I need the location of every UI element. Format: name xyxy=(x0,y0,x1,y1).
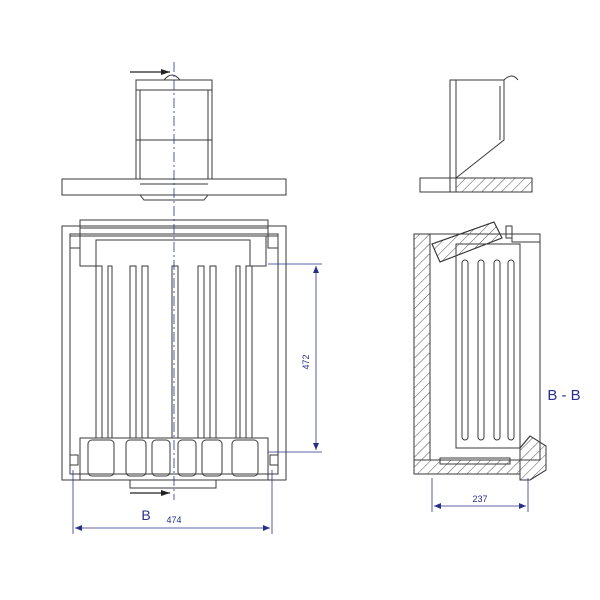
front-frame-inner xyxy=(69,233,279,475)
section-slot xyxy=(461,259,469,441)
front-bar xyxy=(171,265,179,439)
section-slots xyxy=(461,259,515,441)
section-left-wall xyxy=(413,233,431,461)
section-top-tab xyxy=(505,225,513,239)
section-slot xyxy=(493,259,501,441)
side-chute xyxy=(455,79,505,179)
section-base-outline xyxy=(413,459,521,475)
side-hook xyxy=(503,75,519,81)
front-bar xyxy=(95,265,103,439)
section-width-dimension xyxy=(431,478,529,512)
section-corner-outline xyxy=(519,435,547,481)
top-latch xyxy=(163,74,181,81)
front-bar xyxy=(129,265,137,439)
side-base-hatch xyxy=(455,177,533,193)
front-roller xyxy=(177,439,197,477)
section-slot xyxy=(507,259,515,441)
front-roller xyxy=(87,439,115,477)
section-tilted-cover-outline xyxy=(431,221,503,263)
width-dimension xyxy=(72,470,273,534)
front-right-boss xyxy=(267,235,279,249)
front-bar xyxy=(141,265,149,439)
section-title: B - B xyxy=(547,387,580,404)
section-top-flange xyxy=(511,233,541,243)
section-width-label: 237 xyxy=(472,494,487,504)
front-bar xyxy=(235,265,241,439)
front-bar xyxy=(197,265,205,439)
front-housing xyxy=(79,236,267,267)
front-roller xyxy=(151,439,171,477)
front-roller xyxy=(231,439,259,477)
front-roller xyxy=(125,439,147,477)
front-roller xyxy=(201,439,223,477)
front-corner-left xyxy=(69,454,79,466)
section-slot xyxy=(477,259,485,441)
front-bottom-latch xyxy=(129,479,217,489)
height-dimension-label: 472 xyxy=(301,354,311,369)
section-view xyxy=(413,221,547,481)
front-bar xyxy=(107,265,113,439)
section-inner-panel xyxy=(455,243,521,449)
side-top-view xyxy=(419,75,533,193)
section-marker: B xyxy=(141,507,150,523)
width-dimension-label: 474 xyxy=(166,515,181,525)
front-bar xyxy=(209,265,217,439)
top-base-foot xyxy=(139,194,209,201)
section-base-hatch xyxy=(413,459,521,475)
section-body xyxy=(429,233,541,461)
front-rollers xyxy=(87,439,259,477)
height-dimension xyxy=(268,263,322,453)
front-bar xyxy=(245,265,253,439)
section-base-insert xyxy=(439,457,511,465)
side-wall xyxy=(449,79,457,192)
front-left-boss xyxy=(69,235,81,249)
front-corner-right xyxy=(269,454,279,466)
